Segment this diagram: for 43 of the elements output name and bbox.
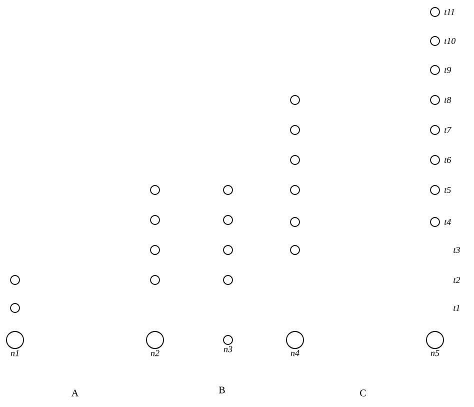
- circle: [150, 215, 160, 225]
- circle: [430, 36, 440, 46]
- point-label: t8: [444, 96, 452, 104]
- point-label: t11: [444, 8, 454, 16]
- circle: [223, 185, 233, 195]
- label: t1: [454, 304, 460, 312]
- node-label: n4: [290, 350, 300, 356]
- circle: [150, 245, 160, 255]
- point-label: t6: [444, 156, 452, 164]
- label: A: [72, 390, 79, 396]
- label: B: [218, 386, 225, 394]
- circle: [150, 275, 160, 285]
- circle: [290, 155, 300, 165]
- point-label: t10: [444, 38, 456, 44]
- label: t3: [454, 246, 460, 254]
- circle: [223, 245, 233, 255]
- circle: [223, 215, 233, 225]
- label: C: [360, 390, 366, 396]
- circle: [290, 125, 300, 135]
- circle: [430, 125, 440, 135]
- label: t2: [454, 276, 460, 284]
- circle: [430, 65, 440, 75]
- point-label: t5: [444, 187, 451, 193]
- circle: [150, 185, 160, 195]
- circle: [430, 7, 440, 17]
- point-label: t9: [444, 66, 451, 74]
- circle: [290, 95, 300, 105]
- circle: [10, 275, 20, 285]
- circle: [430, 185, 440, 195]
- circle: [10, 303, 20, 313]
- circle: [290, 245, 300, 255]
- circle: [430, 217, 440, 227]
- node-label: n5: [430, 350, 440, 356]
- node-label: n3: [224, 346, 232, 352]
- circle: [290, 217, 300, 227]
- circle: [430, 95, 440, 105]
- point-label: t4: [444, 218, 451, 225]
- node-label: n1: [10, 350, 19, 356]
- circle: [223, 275, 233, 285]
- circle: [430, 155, 440, 165]
- node-label: n2: [150, 350, 160, 356]
- point-label: t7: [444, 127, 452, 133]
- circle: [290, 185, 300, 195]
